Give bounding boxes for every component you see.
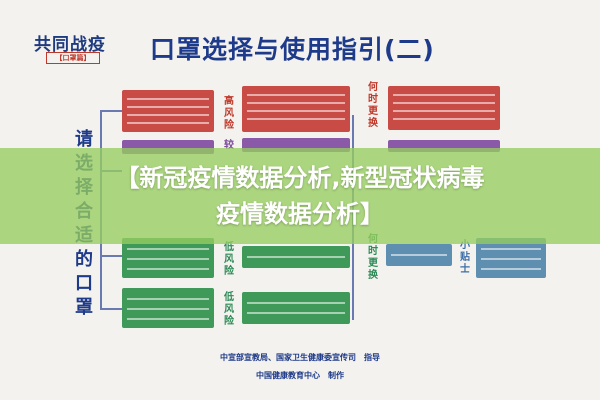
footer-producer: 中国健康教育中心 制作 [256, 371, 344, 380]
risk-label-medium: 较 [224, 140, 234, 151]
connector-top [100, 110, 122, 112]
logo-subtitle: 【口罩篇】 [46, 52, 100, 64]
connector-lowmid [100, 255, 122, 257]
high-risk-scene-box [242, 86, 350, 132]
high-risk-mask-box [122, 90, 214, 132]
heading-char: 口 [75, 273, 93, 294]
change-box-3 [386, 244, 452, 266]
low-risk-mask-box [122, 288, 214, 328]
tips-label: 小贴士 [460, 240, 470, 275]
heading-char: 的 [75, 249, 93, 270]
logo-text: 共同战疫 [34, 35, 106, 55]
change-label-1: 何时更换 [368, 82, 378, 129]
tips-box [476, 238, 546, 278]
heading-char: 请 [75, 129, 93, 150]
lowmid-risk-mask-box [122, 238, 214, 278]
footer-guidance: 中宣部宣教局、国家卫生健康委宣传司 指导 [220, 353, 380, 362]
risk-label-low: 低风险 [224, 292, 234, 327]
banner-line-2: 疫情数据分析】 [216, 200, 384, 228]
connector-bottom [100, 308, 122, 310]
low-risk-scene-box [242, 292, 350, 324]
risk-label-lowmid: 低风险 [224, 242, 234, 277]
banner-text: 【新冠疫情数据分析,新型冠状病毒 疫情数据分析】 [0, 160, 600, 232]
page-title: 口罩选择与使用指引(二) [150, 35, 435, 64]
banner-line-1: 【新冠疫情数据分析,新型冠状病毒 [115, 164, 485, 192]
overlay-banner [0, 148, 600, 244]
lowmid-risk-scene-box [242, 246, 350, 268]
change-box-1 [388, 86, 500, 130]
heading-char: 罩 [75, 297, 93, 318]
risk-label-high: 高风险 [224, 96, 234, 131]
